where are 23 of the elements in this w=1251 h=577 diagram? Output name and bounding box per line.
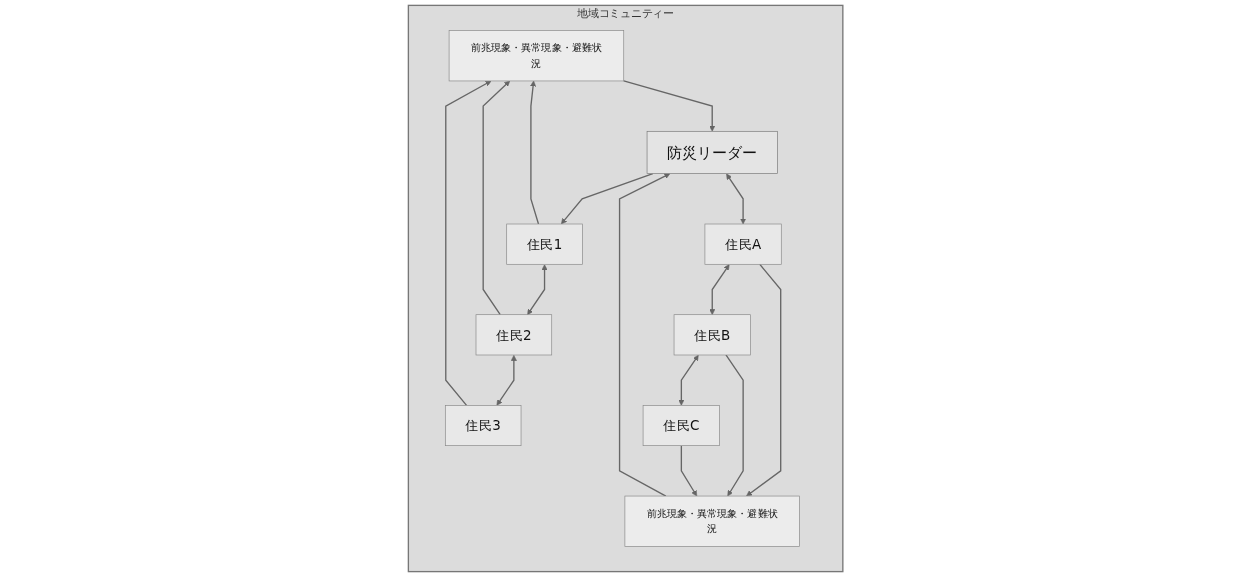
arrow: [530, 80, 540, 225]
arrow: [746, 263, 782, 497]
arrow: [560, 172, 654, 225]
node-box: 住民A: [704, 223, 782, 265]
arrow: [496, 355, 517, 406]
arrow: [709, 264, 730, 315]
node-box: 前兆現象・異常現象・避難状況: [448, 30, 624, 82]
node-box: 住民C: [642, 405, 720, 446]
arrow: [680, 445, 697, 497]
arrow: [725, 354, 744, 497]
node-box: 前兆現象・異常現象・避難状況: [624, 495, 800, 547]
arrow: [622, 80, 716, 132]
arrow: [482, 80, 510, 316]
node-box: 住民1: [506, 223, 583, 265]
arrow: [527, 264, 548, 315]
arrow: [726, 173, 746, 225]
arrow: [678, 354, 699, 406]
arrow: [618, 173, 671, 497]
arrow: [445, 80, 492, 407]
node-box: 住民3: [444, 405, 522, 446]
node-box: 防災リーダー: [646, 131, 778, 174]
node-box: 住民B: [673, 314, 751, 356]
node-box: 住民2: [475, 314, 552, 356]
